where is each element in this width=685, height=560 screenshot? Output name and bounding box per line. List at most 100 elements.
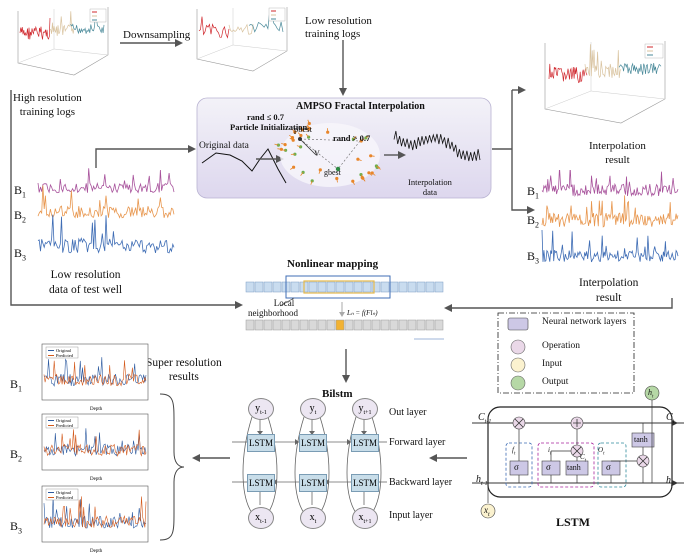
particle bbox=[351, 179, 355, 183]
particle bbox=[335, 176, 339, 181]
sr-xlabel: Depth bbox=[90, 407, 103, 412]
particle-velocity bbox=[318, 169, 321, 174]
mapping-cell-bottom bbox=[344, 319, 354, 331]
test-well-b2-label: B2 bbox=[14, 208, 27, 225]
h-prev-label: ht-1 bbox=[476, 474, 488, 487]
interpolation-data-label: Interpolation data bbox=[408, 177, 452, 197]
particle-velocity bbox=[289, 137, 294, 141]
interp-b2-label: B2 bbox=[527, 213, 540, 230]
particle-velocity bbox=[307, 119, 310, 124]
interp-b3-label: B3 bbox=[527, 249, 540, 266]
particle-velocity bbox=[362, 177, 366, 182]
mapping-cell-top bbox=[389, 281, 399, 293]
test-well-b1-line bbox=[37, 168, 175, 194]
mapping-cell-top bbox=[407, 281, 417, 293]
test-well-b3-line bbox=[37, 214, 175, 255]
super-res-plots: OriginalPredictedDepthOriginalPredictedD… bbox=[41, 343, 149, 554]
particle bbox=[299, 145, 303, 149]
forward-lstm-cell: LSTM bbox=[351, 434, 379, 452]
mapping-cell-bottom bbox=[371, 319, 381, 331]
mapping-cell-bottom bbox=[362, 319, 372, 331]
legend-swatch-operation bbox=[510, 339, 526, 355]
mapping-cell-top bbox=[272, 281, 282, 293]
legend-swatch-layer bbox=[507, 317, 529, 331]
mapping-cell-top bbox=[335, 281, 345, 293]
mapping-cell-top bbox=[308, 281, 318, 293]
interp-top-line2: result bbox=[605, 154, 630, 166]
test-well-series bbox=[37, 168, 175, 255]
super-res-title: Super resolution results bbox=[146, 356, 222, 384]
sr-b3-label: B3 bbox=[10, 519, 23, 536]
particle bbox=[318, 168, 322, 172]
mapping-cell-bottom bbox=[254, 319, 264, 331]
output-node: yt+1 bbox=[352, 398, 378, 420]
low-res-logs-line2: training logs bbox=[305, 28, 361, 40]
particle-velocity bbox=[368, 172, 373, 176]
particle-velocity bbox=[277, 148, 282, 150]
interp-top-line1: Interpolation bbox=[589, 140, 646, 152]
mapping-cell-bottom bbox=[308, 319, 318, 331]
backward-lstm-cell: LSTM bbox=[247, 474, 275, 492]
mapping-cell-bottom bbox=[425, 319, 435, 331]
ampso-title: AMPSO Fractal Interpolation bbox=[296, 101, 425, 112]
bilstm-title: Bilstm bbox=[322, 388, 353, 400]
mapping-cell-bottom bbox=[353, 319, 363, 331]
nonlinear-diagram bbox=[245, 275, 444, 340]
interp-3d-plot bbox=[525, 37, 675, 140]
particle-velocity bbox=[297, 132, 302, 136]
mapping-cell-bottom bbox=[380, 319, 390, 331]
local-line2: neighborhood bbox=[248, 308, 298, 318]
mapping-cell-top bbox=[380, 281, 390, 293]
sr-legend-text: Original bbox=[56, 490, 72, 495]
forward-lstm-cell: LSTM bbox=[299, 434, 327, 452]
particle-velocity bbox=[352, 181, 355, 185]
particle bbox=[310, 179, 314, 183]
particle-init-label: Particle Initialization bbox=[230, 122, 308, 132]
gate-c-tanh: tanh bbox=[567, 463, 581, 472]
mapping-cell-bottom bbox=[263, 319, 273, 331]
series-tan bbox=[49, 11, 75, 36]
o-t-label: Ot bbox=[598, 446, 605, 457]
gbest-label: gbest bbox=[324, 168, 341, 177]
backward-lstm-cell: LSTM bbox=[299, 474, 327, 492]
v-label: V bbox=[314, 149, 320, 158]
mapping-cell-top bbox=[362, 281, 372, 293]
local-line1: Local bbox=[273, 298, 295, 308]
layer-label-input: Input layer bbox=[389, 510, 433, 521]
low-res-3d-plot bbox=[183, 3, 295, 81]
input-node: xt bbox=[300, 507, 326, 529]
particle-velocity bbox=[360, 138, 365, 142]
super-res-title-line1: Super resolution bbox=[146, 357, 222, 369]
output-node: yt bbox=[300, 398, 326, 420]
original-data-label: Original data bbox=[199, 141, 249, 151]
c-next-label: Ct bbox=[666, 412, 675, 425]
particle-velocity bbox=[370, 155, 375, 157]
c-prev-label: Ct-1 bbox=[478, 412, 492, 425]
particle-velocity bbox=[290, 166, 294, 170]
low-res-logs-label: Low resolution training logs bbox=[305, 15, 372, 41]
interp-right-caption-line2: result bbox=[595, 292, 622, 304]
h-next-label: ht bbox=[666, 475, 673, 488]
sr-predicted-line bbox=[43, 496, 147, 529]
test-well-b2-line bbox=[37, 185, 175, 219]
particle-velocity bbox=[376, 165, 381, 169]
legend-item-layers: Neural network layers bbox=[542, 317, 627, 327]
gate-f-sigma: σ bbox=[514, 462, 519, 472]
sr-legend-text: Predicted bbox=[56, 353, 74, 358]
mapping-cell-bottom bbox=[407, 319, 417, 331]
particle-velocity bbox=[300, 172, 304, 176]
sr-xlabel: Depth bbox=[90, 549, 103, 554]
brace bbox=[159, 393, 185, 541]
legend-item-output: Output bbox=[542, 377, 569, 387]
legend-box bbox=[497, 312, 635, 394]
layer-label-forward: Forward layer bbox=[389, 437, 446, 448]
particle-velocity bbox=[306, 125, 309, 130]
high-res-logs-line2: training logs bbox=[19, 106, 76, 118]
sr-predicted-line bbox=[43, 429, 147, 457]
particle-velocity bbox=[274, 143, 279, 146]
particle-velocity bbox=[365, 135, 370, 139]
interp-result-top-label: Interpolation result bbox=[589, 139, 646, 167]
super-res-title-line2: results bbox=[168, 371, 199, 383]
rand-le-label: rand ≤ 0.7 bbox=[247, 112, 285, 122]
mapping-cell-top bbox=[245, 281, 255, 293]
